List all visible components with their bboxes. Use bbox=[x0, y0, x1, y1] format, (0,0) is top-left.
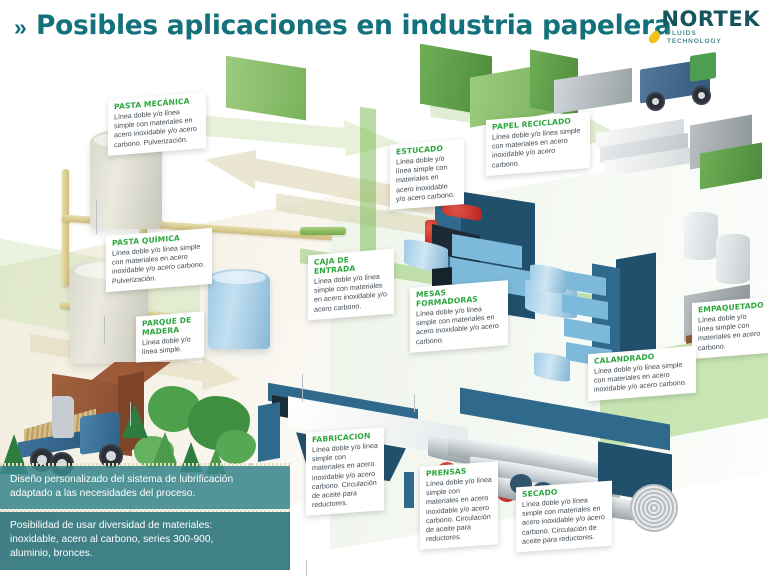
leader-line-parque-madera bbox=[130, 402, 131, 426]
tank-water-blue bbox=[208, 269, 270, 349]
banner-diversidad-materiales: Posibilidad de usar diversidad de materi… bbox=[0, 512, 290, 570]
callout-body: Línea doble y/o línea simple con materia… bbox=[416, 305, 499, 346]
callout-estucado[interactable]: ESTUCADO Línea doble y/o línea simple co… bbox=[390, 139, 464, 210]
recycling-bin-green bbox=[690, 51, 716, 83]
finished-roll-2 bbox=[716, 234, 750, 284]
green-block-1 bbox=[226, 55, 306, 121]
callout-body: Línea doble y/o línea simple con materia… bbox=[112, 242, 205, 286]
finished-roll-1 bbox=[684, 212, 718, 260]
callout-body: Línea doble y/o línea simple con materia… bbox=[114, 108, 197, 149]
banner-diseno-personalizado: Diseño personalizado del sistema de lubr… bbox=[0, 466, 290, 510]
paper-reel-output bbox=[630, 484, 678, 532]
callout-body: Línea doble y/o línea simple con materia… bbox=[396, 154, 455, 204]
banner-divider-rule-top bbox=[0, 509, 290, 510]
leader-line-pasta-mecanica bbox=[96, 200, 97, 234]
leader-line-caja-entrada bbox=[302, 374, 303, 402]
page-header: » Posibles aplicaciones en industria pap… bbox=[0, 0, 768, 56]
machine-leg-2 bbox=[404, 472, 414, 508]
banner-line: adaptado a las necesidades del proceso. bbox=[10, 488, 196, 500]
banner-line: Posibilidad de usar diversidad de materi… bbox=[10, 520, 213, 531]
chevron-double-right-icon: » bbox=[14, 14, 27, 40]
callout-papel-reciclado[interactable]: PAPEL RECICLADO Línea doble y/o línea si… bbox=[486, 111, 590, 176]
callout-empaquetado[interactable]: EMPAQUETADO Línea doble y/o línea simple… bbox=[692, 297, 768, 359]
banner-divider-rule-bottom bbox=[0, 570, 290, 571]
banner-line: Diseño personalizado del sistema de lubr… bbox=[10, 474, 234, 485]
machine-end-frame bbox=[258, 402, 280, 462]
banner-line: inoxidable, acero al carbono, series 300… bbox=[10, 534, 214, 546]
callout-secado[interactable]: SECADO Línea doble y/o línea simple con … bbox=[516, 480, 612, 553]
callout-body: Línea doble y/o línea simple con materia… bbox=[698, 312, 761, 353]
callout-caja-de-entrada[interactable]: CAJA DE ENTRADA Línea doble y/o línea si… bbox=[308, 248, 394, 321]
pipe-vertical-left bbox=[62, 169, 69, 287]
callout-body: Línea doble y/o línea simple. bbox=[142, 335, 191, 357]
leader-line-pasta-quimica bbox=[104, 316, 105, 344]
nortek-logo: NORTEK FLUIDS TECHNOLOGY bbox=[640, 7, 760, 51]
logo-tagline-line1: FLUIDS bbox=[667, 30, 697, 37]
callout-pasta-quimica[interactable]: PASTA QUÍMICA Línea doble y/o línea simp… bbox=[106, 227, 212, 292]
callout-body: Línea doble y/o línea simple con materia… bbox=[426, 475, 492, 544]
banner-line: aluminio, bronces. bbox=[10, 548, 93, 560]
recycling-truck-wheel-1 bbox=[646, 92, 665, 111]
callout-mesas-formadoras[interactable]: MESAS FORMADORAS Línea doble y/o línea s… bbox=[410, 280, 508, 353]
banner-dotted-divider-top bbox=[0, 463, 290, 466]
page-title: Posibles aplicaciones en industria papel… bbox=[36, 10, 672, 41]
pipe-green-connector bbox=[300, 227, 346, 235]
callout-pasta-mecanica[interactable]: PASTA MECÁNICA Línea doble y/o línea sim… bbox=[108, 92, 206, 156]
callout-body: Línea doble y/o línea simple con materia… bbox=[314, 272, 387, 314]
leader-line-mesas bbox=[414, 394, 415, 412]
callout-prensas[interactable]: PRENSAS Línea doble y/o línea simple con… bbox=[420, 461, 498, 551]
leader-line-fabricacion bbox=[306, 560, 307, 576]
callout-body: Línea doble y/o línea simple con materia… bbox=[312, 441, 378, 510]
droplet-icon bbox=[646, 29, 663, 46]
callout-fabricacion[interactable]: FABRICACION Línea doble y/o línea simple… bbox=[306, 427, 384, 517]
callout-parque-de-madera[interactable]: PARQUE DE MADERA Línea doble y/o línea s… bbox=[136, 311, 204, 364]
logo-tagline-line2: TECHNOLOGY bbox=[667, 38, 722, 45]
truck-log-post bbox=[52, 396, 74, 438]
recycling-truck-wheel-2 bbox=[692, 86, 711, 105]
banner-dotted-divider-bottom bbox=[0, 509, 290, 512]
tree-conifer-1 bbox=[122, 404, 148, 438]
callout-calandrado[interactable]: CALANDRADO Línea doble y/o línea simple … bbox=[588, 345, 696, 401]
tree-conifer-2 bbox=[152, 432, 178, 466]
logo-wordmark: NORTEK bbox=[661, 7, 760, 31]
callout-body: Línea doble y/o línea simple con materia… bbox=[492, 126, 581, 170]
callout-body: Línea doble y/o línea simple con materia… bbox=[522, 496, 605, 546]
